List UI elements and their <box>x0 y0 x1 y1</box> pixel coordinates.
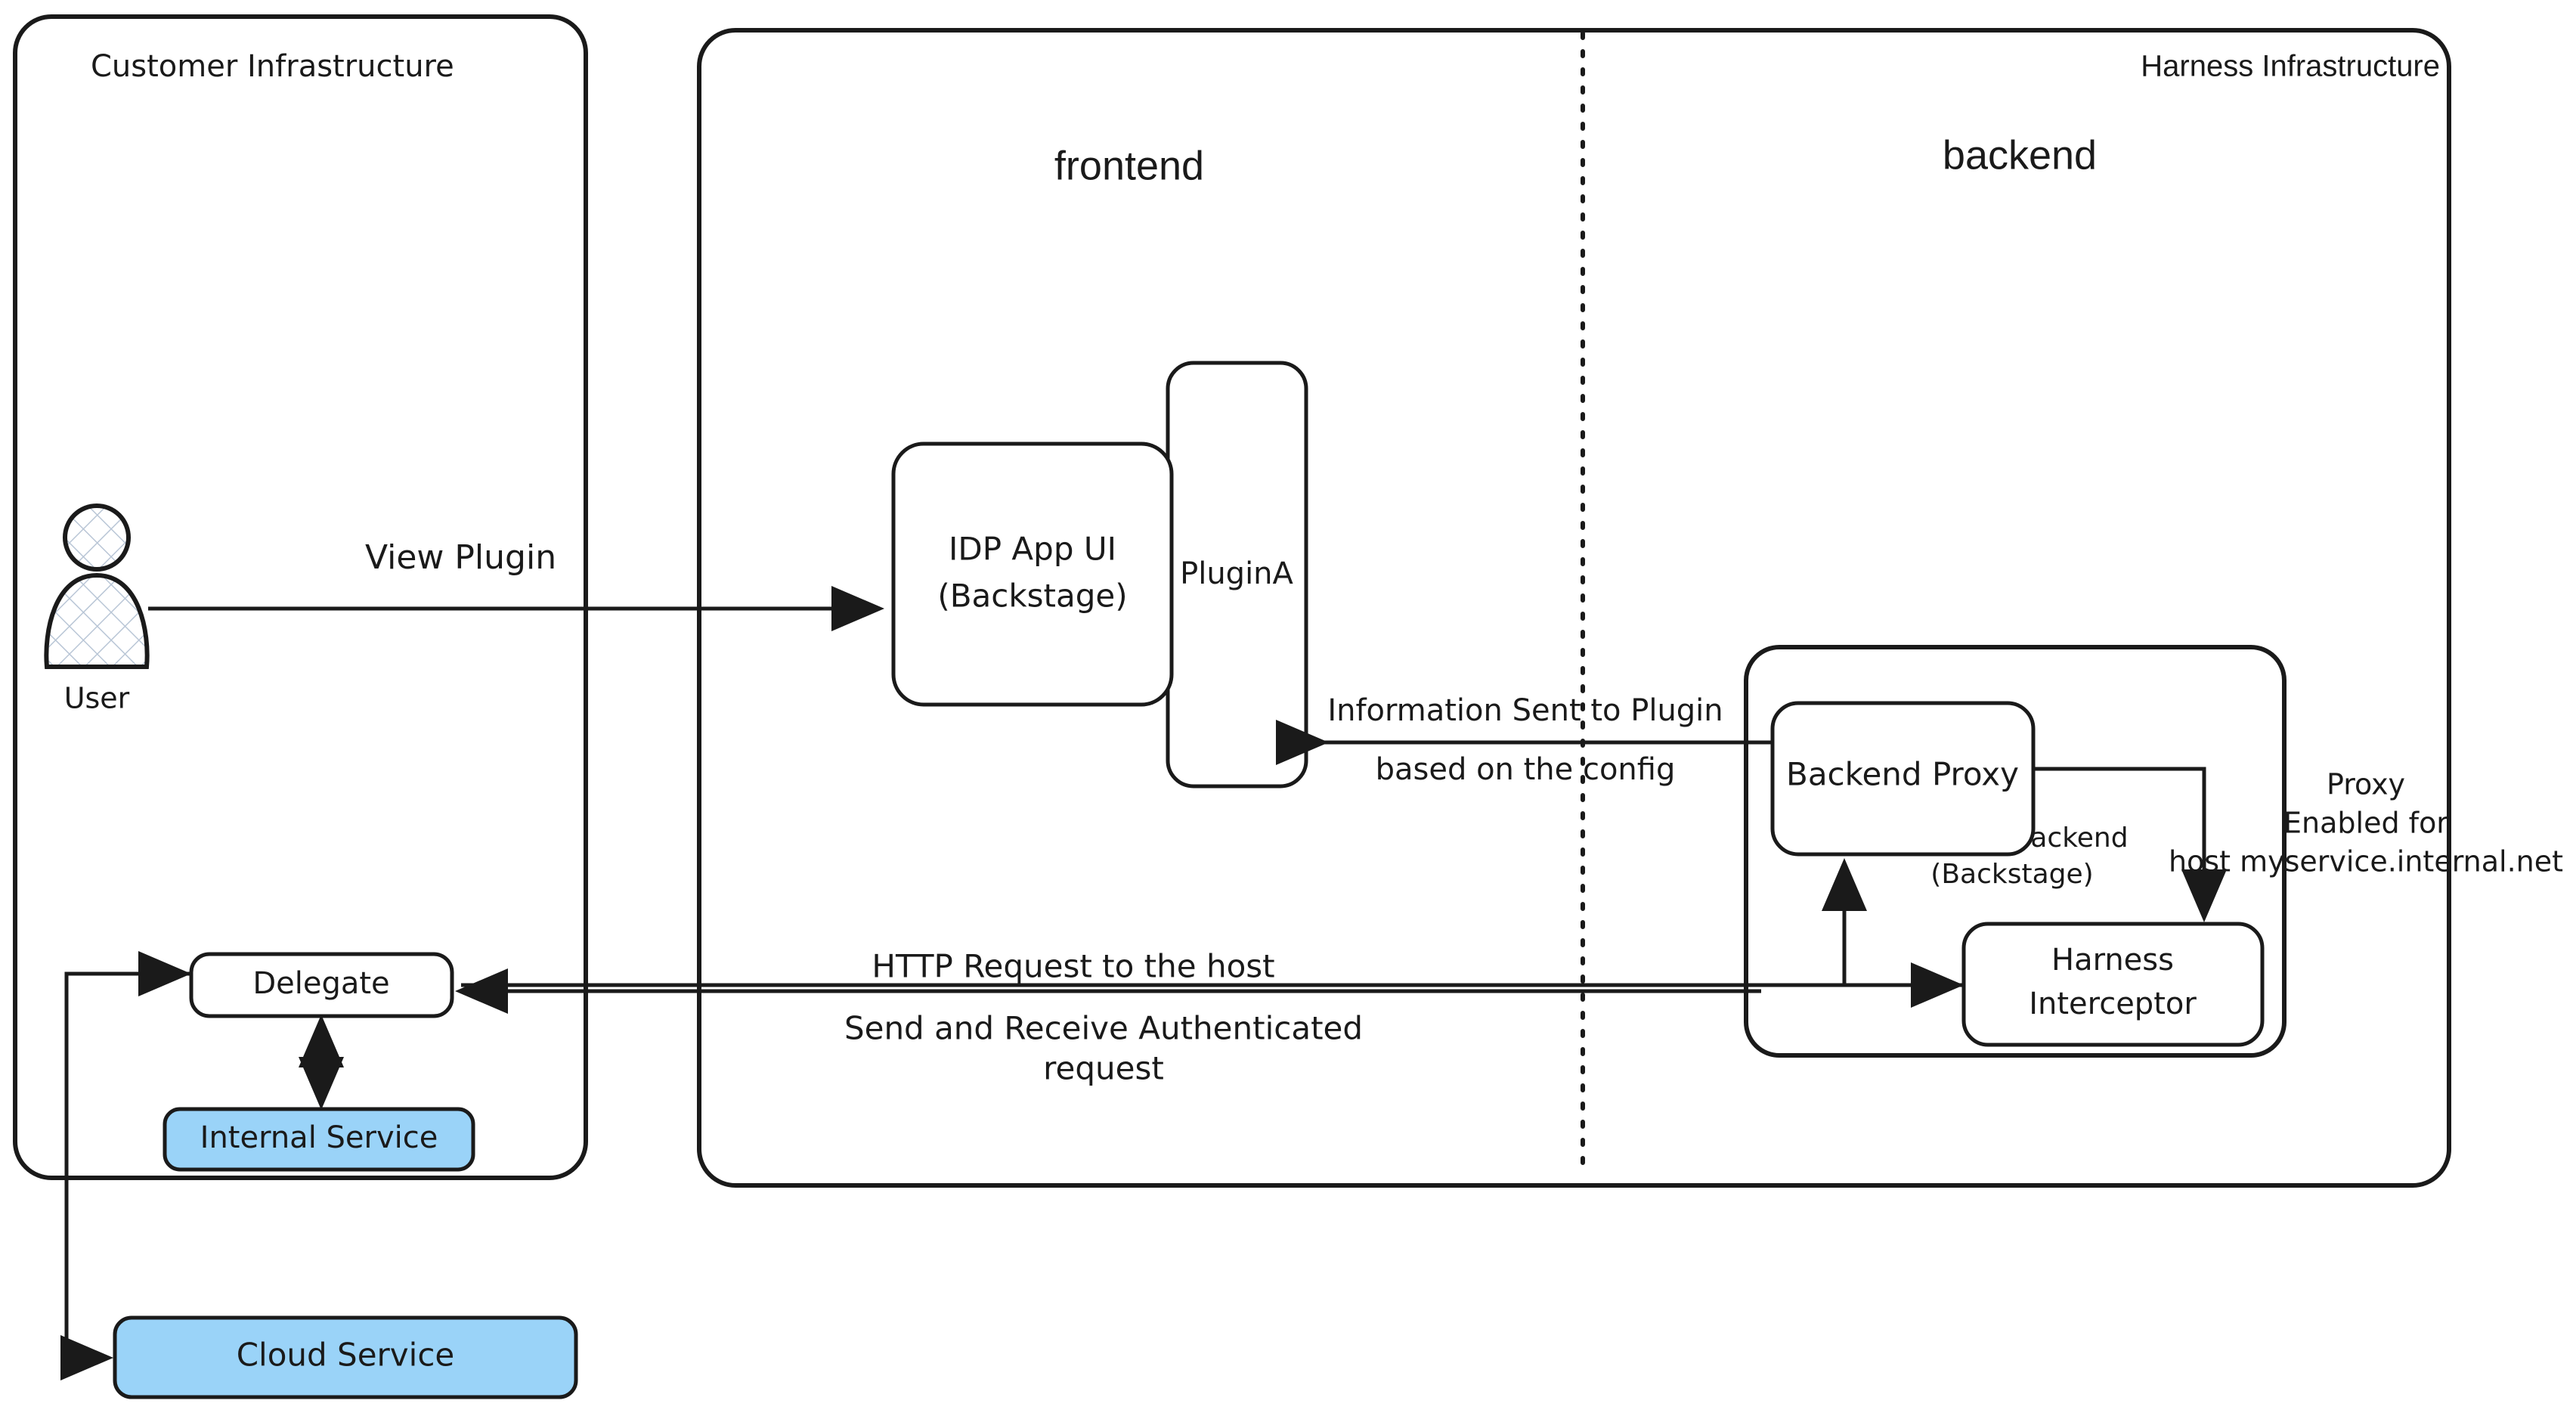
customer-infrastructure-frame <box>13 14 588 1180</box>
annotation-proxy-enabled: Proxy Enabled for host myservice.interna… <box>2169 768 2563 878</box>
harness-infrastructure-label: Harness Infrastructure <box>2141 50 2440 83</box>
information-sent-label-line1: Information Sent to Plugin <box>1327 693 1723 728</box>
frontend-section-title: frontend <box>1054 143 1204 188</box>
node-harness-interceptor[interactable]: Harness Interceptor <box>1961 922 2265 1047</box>
plugin-a-label: PluginA <box>1180 556 1293 591</box>
customer-infrastructure-label: Customer Infrastructure <box>91 49 454 84</box>
edge-user-to-idp-app-ui: View Plugin <box>148 538 884 631</box>
user-actor: User <box>44 504 150 715</box>
proxy-enabled-line2: Enabled for <box>2283 807 2448 840</box>
proxy-to-interceptor-arrow <box>2033 767 2227 922</box>
internal-service-label: Internal Service <box>200 1120 438 1155</box>
harness-interceptor-label-line2: Interceptor <box>2029 987 2197 1021</box>
http-request-label-line1: HTTP Request to the host <box>872 948 1274 985</box>
cloud-service-label: Cloud Service <box>237 1337 455 1374</box>
edge-backend-proxy-to-plugin: Information Sent to Plugin based on the … <box>1276 693 1773 787</box>
user-body-icon <box>44 572 150 669</box>
proxy-enabled-line1: Proxy <box>2327 768 2405 801</box>
idp-app-ui-label-line2: (Backstage) <box>937 578 1127 615</box>
node-cloud-service[interactable]: Cloud Service <box>113 1315 578 1399</box>
information-sent-label-line2: based on the config <box>1376 752 1676 787</box>
harness-interceptor-label-line1: Harness <box>2051 943 2174 978</box>
node-idp-app-ui[interactable]: IDP App UI (Backstage) <box>891 442 1174 707</box>
container-customer-infrastructure: Customer Infrastructure <box>13 14 588 1180</box>
edge-delegate-to-cloud-service <box>60 951 191 1380</box>
cloud-service-box[interactable] <box>113 1315 578 1399</box>
view-plugin-label: View Plugin <box>365 538 556 577</box>
idp-app-ui-label-line1: IDP App UI <box>949 531 1116 568</box>
user-label: User <box>64 682 130 715</box>
user-head-icon <box>63 504 131 572</box>
node-plugin-a[interactable]: PluginA <box>1166 361 1308 789</box>
node-backend-proxy[interactable]: Backend Proxy <box>1770 701 2036 857</box>
http-request-label-line2: Send and Receive Authenticated <box>844 1010 1363 1047</box>
edge-backend-proxy-to-interceptor <box>2033 767 2227 922</box>
idp-app-backend-label-line2: (Backstage) <box>1930 859 2093 890</box>
backend-proxy-label: Backend Proxy <box>1786 756 2019 793</box>
edge-interceptor-delegate: HTTP Request to the host Send and Receiv… <box>455 948 1964 1087</box>
delegate-label: Delegate <box>252 966 389 1001</box>
node-delegate[interactable]: Delegate <box>189 952 454 1018</box>
harness-interceptor-box[interactable] <box>1961 922 2265 1047</box>
proxy-enabled-line3: host myservice.internal.net <box>2169 845 2563 878</box>
backend-section-title: backend <box>1943 132 2097 178</box>
node-internal-service[interactable]: Internal Service <box>163 1107 475 1172</box>
http-request-label-line3: request <box>1043 1050 1164 1087</box>
idp-app-backend-frame <box>1744 645 2287 1058</box>
backend-proxy-box[interactable] <box>1770 701 2036 857</box>
idp-app-ui-box[interactable] <box>891 442 1174 707</box>
